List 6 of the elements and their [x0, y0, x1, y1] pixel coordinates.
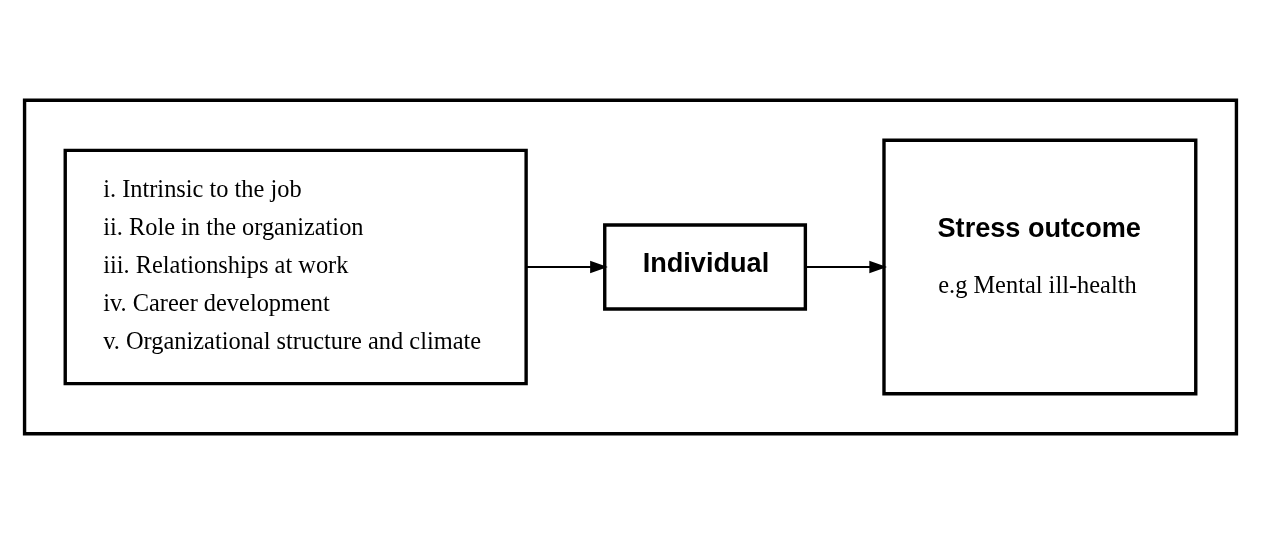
- node-box: Stress outcome e.g Mental ill-health: [882, 138, 1198, 396]
- node-box: i. Intrinsic to the job ii. Role in the organization iii. Relationships at work iv. Career development v. Organizational structure and climate: [63, 148, 528, 386]
- arrow: [526, 260, 608, 274]
- arrow: [805, 260, 887, 274]
- node-box: Individual: [603, 223, 808, 311]
- cluster: [22, 98, 1239, 436]
